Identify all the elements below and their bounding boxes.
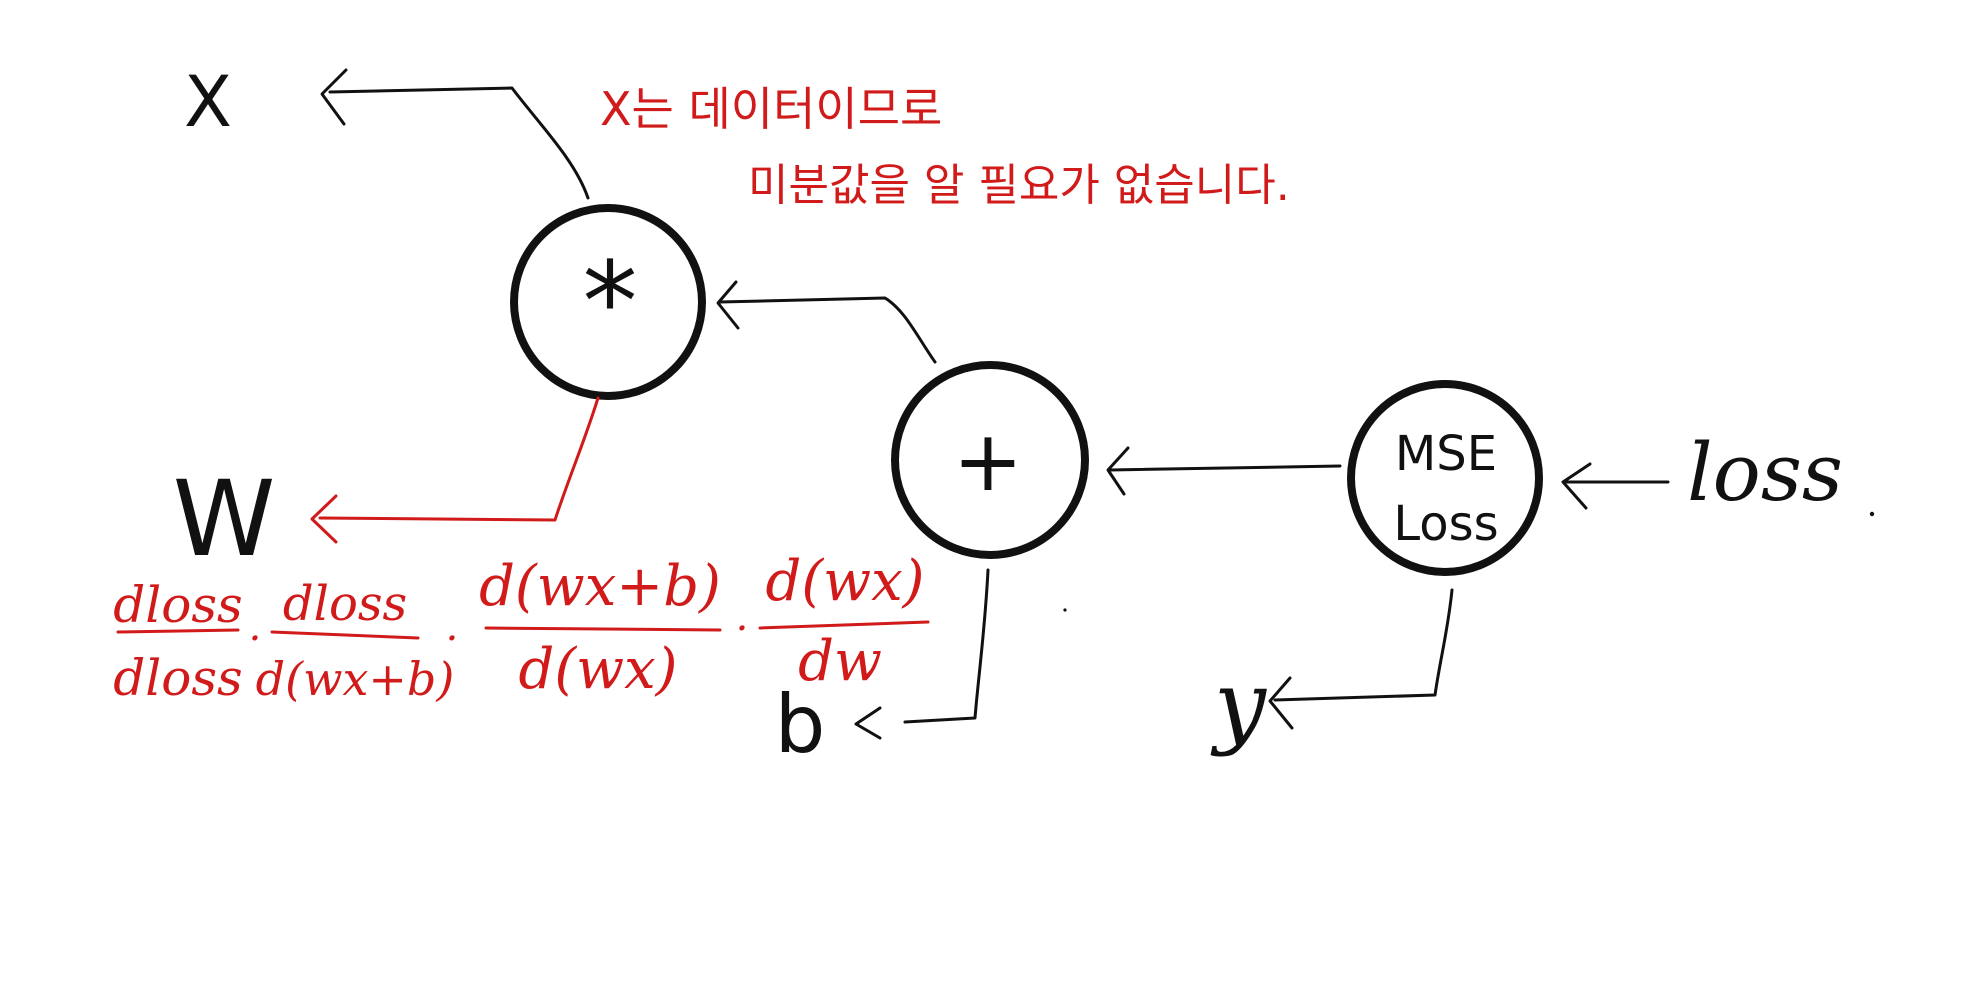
variable-x-label: X — [184, 61, 232, 143]
chain-rule-fraction-bar-1 — [116, 628, 240, 634]
arrowhead-loss-mse — [1561, 462, 1592, 510]
chain-rule-term3-numerator: d(wx+b) — [479, 554, 721, 619]
chain-rule-term4-numerator: d(wx) — [765, 549, 924, 614]
graph-edges — [320, 68, 1670, 740]
edge-mse-to-y — [1273, 588, 1454, 702]
multiply-node — [510, 204, 706, 400]
graph-nodes — [510, 204, 1543, 576]
arrowhead-add-multiply — [716, 280, 740, 330]
gradient-annotation-edges — [116, 396, 930, 640]
edge-mse-to-add — [1108, 464, 1342, 472]
add-node-label: + — [953, 412, 1023, 510]
variable-b-label: b — [775, 678, 826, 771]
chain-rule-dot: · — [736, 606, 749, 652]
chain-rule-fraction-bar-4 — [758, 620, 930, 630]
variable-loss-label: loss — [1687, 426, 1843, 519]
stray-dot — [1869, 511, 1875, 517]
chain-rule-dot: · — [249, 616, 262, 662]
arrowhead-multiply-x — [320, 68, 348, 126]
edge-multiply-to-w — [318, 396, 600, 522]
variable-y-label: y — [1210, 651, 1267, 758]
variable-w-label: W — [173, 458, 276, 580]
edge-add-to-b — [903, 568, 990, 724]
chain-rule-dot: · — [446, 616, 459, 662]
stray-dot — [1063, 608, 1067, 612]
edge-add-to-multiply — [718, 296, 937, 364]
chain-rule-term1-denominator: dloss — [113, 649, 242, 707]
chain-rule-expression: dloss dloss · dloss d(wx+b) · d(wx+b) d(… — [113, 549, 924, 707]
arrowhead-multiply-w — [310, 494, 338, 544]
mse-loss-node — [1347, 380, 1543, 576]
chain-rule-term2-numerator: dloss — [283, 576, 407, 632]
arrowhead-mse-y — [1268, 676, 1294, 730]
chain-rule-term3-denominator: d(wx) — [518, 637, 677, 702]
multiply-node-label: * — [583, 238, 638, 366]
annotation-note-line1: X는 데이터이므로 — [600, 82, 942, 136]
chain-rule-term2-denominator: d(wx+b) — [256, 652, 455, 706]
annotation-note-line2: 미분값을 알 필요가 없습니다. — [748, 160, 1290, 211]
arrowhead-add-b — [854, 706, 882, 740]
chain-rule-fraction-bar-3 — [484, 626, 722, 632]
mse-node-label-line2: Loss — [1393, 496, 1498, 552]
chain-rule-term1-numerator: dloss — [113, 576, 242, 634]
chain-rule-fraction-bar-2 — [270, 630, 420, 640]
mse-node-label-line1: MSE — [1395, 426, 1497, 482]
edge-multiply-to-x — [328, 86, 590, 200]
arrowhead-mse-add — [1106, 446, 1130, 496]
chain-rule-term4-denominator: dw — [798, 629, 882, 694]
add-node — [891, 361, 1089, 559]
